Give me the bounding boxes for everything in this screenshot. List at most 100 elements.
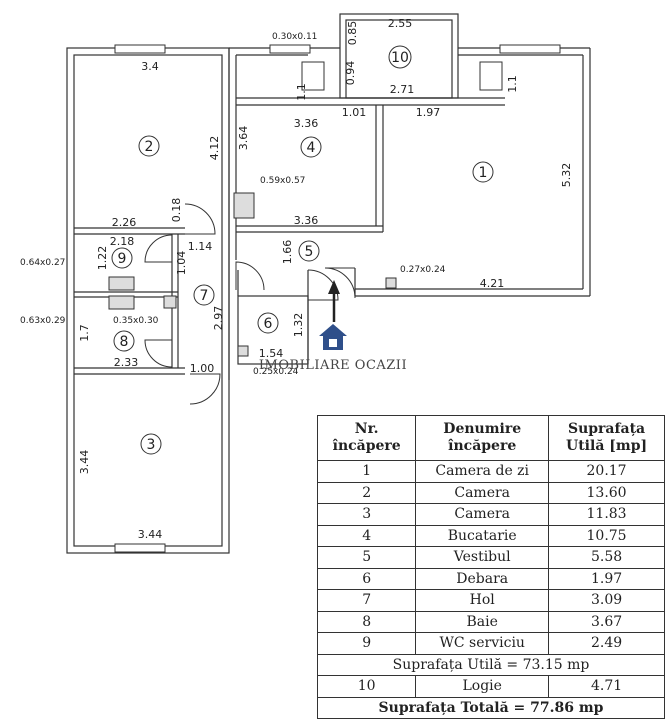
- watermark: IMOBILIARE OCAZII: [248, 322, 418, 373]
- dimension-labels: 3.4 4.12 2.26 0.18 2.18 1.14 1.22 1.04 1…: [78, 17, 573, 541]
- table-cell: 10.75: [548, 524, 665, 547]
- dim-label: 1.32: [292, 313, 305, 338]
- table-cell: 13.60: [548, 481, 665, 504]
- fixture-label: 0.30x0.11: [272, 32, 317, 42]
- header-text: încăpere: [332, 438, 401, 454]
- dim-label: 5.32: [560, 163, 573, 188]
- room-2-label: 2: [145, 139, 154, 155]
- table-cell: 20.17: [548, 460, 665, 483]
- table-header-cell: Denumire încăpere: [415, 415, 550, 461]
- table-cell: 3: [316, 503, 417, 526]
- table-cell: 11.83: [548, 503, 665, 526]
- table-cell: WC serviciu: [415, 632, 550, 655]
- dim-label: 2.26: [112, 216, 137, 229]
- table-cell: Hol: [415, 589, 550, 612]
- dim-label: 3.36: [294, 214, 319, 227]
- walls: [66, 13, 591, 554]
- dim-label: 0.18: [170, 198, 183, 223]
- dim-label: 1.7: [78, 324, 91, 342]
- table-cell: Debara: [415, 567, 550, 590]
- dim-label: 1.54: [259, 347, 284, 360]
- subtotal-cell: Suprafața Utilă = 73.15 mp: [317, 653, 665, 676]
- dim-label: 0.94: [344, 61, 357, 86]
- dim-label: 4.12: [208, 136, 221, 161]
- room-labels: 1 2 3 4 5 6 7 8 9 10: [111, 45, 494, 455]
- room-6-label: 6: [264, 316, 273, 332]
- subtotal-row: Suprafața Utilă = 73.15 mp: [317, 653, 665, 676]
- table-cell: Camera: [415, 481, 550, 504]
- header-text: Denumire: [443, 421, 522, 437]
- door-swings: [144, 203, 356, 405]
- dim-label: 3.44: [78, 450, 91, 475]
- fixture-label: 0.63x0.29: [20, 316, 66, 326]
- fixture-label: 0.64x0.27: [20, 258, 65, 268]
- table-cell: 10: [316, 675, 417, 698]
- dim-label: 1.1: [295, 83, 308, 101]
- dim-label: 0.85: [346, 21, 359, 46]
- fixture-label: 0.35x0.30: [113, 316, 159, 326]
- header-text: Nr.: [354, 421, 379, 437]
- floor-plan: 1 2 3 4 5 6 7 8 9 10 3.4 4.12 2.26 0.18 …: [20, 13, 591, 554]
- dim-label: 1.04: [175, 251, 188, 276]
- dim-label: 1.00: [190, 362, 215, 375]
- fixture-label: 0.59x0.57: [260, 176, 305, 186]
- dim-label: 2.18: [110, 235, 135, 248]
- room-5-label: 5: [305, 244, 314, 260]
- table-cell: Camera: [415, 503, 550, 526]
- table-cell: 2: [316, 481, 417, 504]
- table-cell: 4: [316, 524, 417, 547]
- dim-label: 3.64: [237, 126, 250, 151]
- room-7-label: 7: [200, 288, 209, 304]
- dim-label: 2.55: [388, 17, 413, 30]
- table-cell: 3.67: [548, 610, 665, 633]
- fixture-label: 0.27x0.24: [400, 265, 446, 275]
- table-cell: 8: [316, 610, 417, 633]
- watermark-text: IMOBILIARE OCAZII: [258, 358, 408, 373]
- table-cell: Logie: [415, 675, 550, 698]
- table-cell: 7: [316, 589, 417, 612]
- windows: [114, 44, 561, 553]
- table-cell: 4.71: [548, 675, 665, 698]
- dim-label: 3.44: [138, 528, 163, 541]
- fixture-label: 0.25x0.24: [253, 367, 299, 377]
- header-text: Utilă [mp]: [566, 438, 648, 454]
- table-cell: 5.58: [548, 546, 665, 569]
- total-cell: Suprafața Totală = 77.86 mp: [317, 696, 665, 719]
- dim-label: 1.1: [506, 75, 519, 93]
- table-cell: 1: [316, 460, 417, 483]
- table-cell: Baie: [415, 610, 550, 633]
- table-cell: 5: [316, 546, 417, 569]
- table-header-row: Nr. încăpere Denumire încăpere Suprafața…: [316, 415, 665, 461]
- table-cell: 3.09: [548, 589, 665, 612]
- table-cell: 1.97: [548, 567, 665, 590]
- entrance-arrow: [328, 280, 340, 322]
- dim-label: 4.21: [480, 277, 505, 290]
- room-8-label: 8: [120, 334, 129, 350]
- ducts: [108, 192, 397, 357]
- dim-label: 1.97: [416, 106, 441, 119]
- dim-label: 3.36: [294, 117, 319, 130]
- table-cell: Bucatarie: [415, 524, 550, 547]
- fixture-labels: 0.30x0.11 0.59x0.57 0.64x0.27 0.63x0.29 …: [20, 32, 446, 377]
- total-row: Suprafața Totală = 77.86 mp: [317, 696, 665, 719]
- dim-label: 1.14: [188, 240, 213, 253]
- dim-label: 2.71: [390, 83, 415, 96]
- table-cell: 6: [316, 567, 417, 590]
- room-1-label: 1: [479, 165, 488, 181]
- table-cell: Vestibul: [415, 546, 550, 569]
- table-cell: 2.49: [548, 632, 665, 655]
- table-cell: 9: [316, 632, 417, 655]
- table-cell: Camera de zi: [415, 460, 550, 483]
- room-4-label: 4: [307, 140, 316, 156]
- table-header-cell: Suprafața Utilă [mp]: [548, 415, 665, 461]
- dim-label: 1.01: [342, 106, 367, 119]
- header-text: Suprafața: [567, 421, 646, 437]
- dim-label: 1.22: [96, 246, 109, 271]
